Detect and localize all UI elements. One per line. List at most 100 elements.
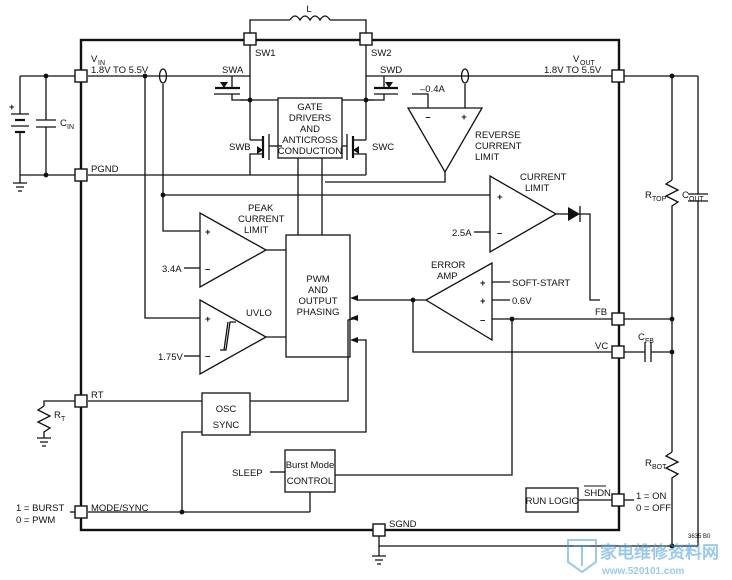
- watermark: 家电维修资料网 www.520101.com: [567, 539, 719, 577]
- peak-ref: 3.4A: [162, 264, 182, 275]
- swd-label: SWD: [380, 65, 402, 76]
- pin-sgnd: SGND: [372, 519, 417, 537]
- svg-text:–: –: [205, 264, 210, 275]
- svg-text:V: V: [573, 54, 580, 65]
- sleep-label: SLEEP: [232, 468, 263, 479]
- svg-text:SW1: SW1: [255, 48, 276, 59]
- svg-text:T: T: [61, 416, 66, 423]
- svg-text:LIMIT: LIMIT: [475, 152, 499, 163]
- pin-shdn: [611, 493, 625, 507]
- svg-text:1 = ON: 1 = ON: [636, 491, 666, 502]
- soft-start-label: SOFT-START: [512, 278, 570, 289]
- current-sense-vin: [158, 68, 168, 84]
- pin-mode-sync: MODE/SYNC: [74, 503, 149, 519]
- reverse-ref: –0.4A: [420, 84, 445, 95]
- current-limit-ref: 2.5A: [452, 228, 472, 239]
- svg-text:–: –: [497, 228, 502, 239]
- current-sense-vout: [460, 68, 470, 84]
- burst-mode-block: Burst Mode CONTROL SLEEP: [88, 319, 513, 515]
- rt-resistor: R T: [36, 400, 75, 447]
- svg-text:AND: AND: [308, 285, 328, 296]
- svg-text:IN: IN: [98, 60, 105, 67]
- watermark-logo-icon: [567, 539, 597, 574]
- svg-text:+: +: [497, 192, 503, 203]
- rbot-label: R: [645, 458, 652, 469]
- svg-text:–: –: [480, 315, 485, 326]
- cout-label: C: [682, 190, 689, 201]
- svg-text:0 = PWM: 0 = PWM: [16, 515, 55, 526]
- uvlo-amp: + – 1.75V UVLO: [144, 76, 286, 376]
- svg-text:–: –: [425, 112, 430, 123]
- pin-pgnd: PGND: [74, 164, 119, 182]
- error-amp: + + – SOFT-START 0.6V ERROR AMP: [358, 213, 612, 353]
- svg-text:LIMIT: LIMIT: [525, 183, 549, 194]
- svg-text:SYNC: SYNC: [213, 420, 240, 431]
- rt-resistor-label: R: [54, 410, 61, 421]
- inductor-label: L: [306, 4, 311, 15]
- cfb-label: C: [638, 332, 645, 343]
- svg-text:PEAK: PEAK: [248, 203, 274, 214]
- svg-text:CURRENT: CURRENT: [238, 214, 285, 225]
- pin-sw1: SW1: [243, 32, 276, 59]
- swc-label: SWC: [372, 142, 394, 153]
- output-network: R TOP C OUT C FB R BOT: [372, 73, 708, 565]
- svg-text:+: +: [205, 314, 211, 325]
- peak-current-amp: + – 3.4A PEAK CURRENT LIMIT: [162, 195, 286, 289]
- svg-text:LIMIT: LIMIT: [244, 225, 268, 236]
- pwm-block: PWM AND OUTPUT PHASING: [285, 234, 358, 358]
- svg-text:0 = OFF: 0 = OFF: [636, 503, 671, 514]
- svg-text:+: +: [461, 112, 467, 123]
- svg-text:RT: RT: [91, 390, 104, 401]
- svg-text:MODE/SYNC: MODE/SYNC: [91, 503, 149, 514]
- svg-text:Burst Mode: Burst Mode: [286, 460, 335, 471]
- svg-text:DRIVERS: DRIVERS: [289, 113, 331, 124]
- svg-text:1.8V TO 5.5V: 1.8V TO 5.5V: [544, 65, 602, 76]
- svg-text:CURRENT: CURRENT: [520, 172, 567, 183]
- error-ref: 0.6V: [512, 296, 532, 307]
- svg-text:OUT: OUT: [689, 196, 705, 203]
- svg-text:CONTROL: CONTROL: [287, 476, 333, 487]
- svg-text:OSC: OSC: [216, 404, 237, 415]
- pin-rt: RT: [74, 390, 104, 408]
- svg-text:ERROR: ERROR: [431, 260, 465, 271]
- svg-text:UVLO: UVLO: [246, 308, 272, 319]
- inductor: L: [249, 4, 367, 37]
- svg-text:REVERSE: REVERSE: [475, 130, 520, 141]
- osc-block: OSC SYNC: [88, 317, 367, 512]
- swb-label: SWB: [229, 142, 251, 153]
- svg-text:ANTICROSS: ANTICROSS: [282, 135, 337, 146]
- svg-text:SW2: SW2: [371, 48, 392, 59]
- svg-text:+: +: [205, 227, 211, 238]
- svg-text:GATE: GATE: [297, 102, 322, 113]
- svg-text:V: V: [91, 54, 98, 65]
- rtop-label: R: [645, 190, 652, 201]
- swa-label: SWA: [222, 65, 244, 76]
- svg-text:www.520101.com: www.520101.com: [601, 566, 685, 577]
- svg-text:家电维修资料网: 家电维修资料网: [600, 542, 719, 562]
- svg-text:SGND: SGND: [389, 519, 417, 530]
- svg-text:CONDUCTION: CONDUCTION: [278, 146, 343, 157]
- run-logic-block: RUN LOGIC SHDN: [525, 485, 612, 513]
- svg-text:+: +: [480, 296, 486, 307]
- pin-sw2: SW2: [359, 32, 392, 59]
- svg-text:FB: FB: [645, 338, 654, 345]
- figure-code: 3635 B0: [688, 534, 711, 540]
- pin-vin: V IN 1.8V TO 5.5V: [74, 54, 149, 83]
- svg-text:OUTPUT: OUTPUT: [298, 296, 337, 307]
- svg-text:FB: FB: [595, 307, 607, 318]
- input-network: + C IN: [9, 73, 75, 192]
- svg-text:+: +: [9, 102, 15, 113]
- svg-text:1 = BURST: 1 = BURST: [16, 503, 65, 514]
- uvlo-ref: 1.75V: [158, 352, 183, 363]
- svg-text:BOT: BOT: [652, 464, 667, 471]
- svg-text:OUT: OUT: [580, 60, 596, 67]
- cin-label: C: [60, 118, 67, 129]
- shdn-note: 1 = ON 0 = OFF: [624, 491, 671, 514]
- svg-text:TOP: TOP: [652, 196, 667, 203]
- svg-text:–: –: [205, 351, 210, 362]
- svg-text:PHASING: PHASING: [297, 307, 340, 318]
- pin-label-shdn: SHDN: [584, 488, 611, 499]
- svg-text:AND: AND: [300, 124, 320, 135]
- power-switch-network: SWA SWB SWD SWC: [88, 44, 612, 176]
